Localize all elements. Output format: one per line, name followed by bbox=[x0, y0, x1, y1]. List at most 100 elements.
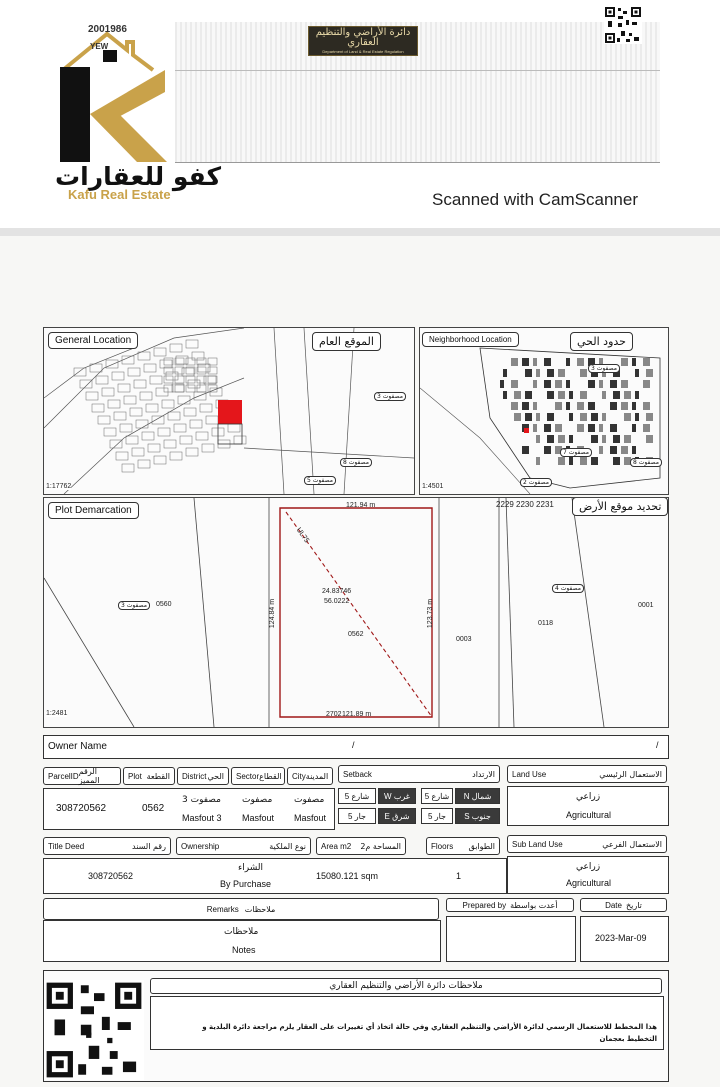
map-block bbox=[511, 402, 518, 410]
map-block bbox=[632, 402, 636, 410]
owner-name-separator: / bbox=[352, 740, 355, 750]
map-block bbox=[646, 435, 653, 443]
title-deed-header-ar: رقم السند bbox=[132, 841, 166, 851]
left-dimension: 124.84 m bbox=[269, 598, 277, 629]
owner-row: Owner Name / / bbox=[43, 735, 669, 759]
map-block bbox=[193, 391, 207, 401]
sub-land-use-header-en: Sub Land Use bbox=[512, 839, 563, 849]
sector-header-en: Sector bbox=[236, 771, 260, 781]
map-block bbox=[137, 351, 151, 361]
map-block bbox=[187, 379, 201, 389]
setback-header-en: Setback bbox=[343, 769, 372, 779]
map-block bbox=[199, 403, 213, 413]
map-block bbox=[123, 395, 137, 405]
map-block bbox=[621, 380, 628, 388]
map-block bbox=[109, 439, 123, 449]
setback-north-label: N شمال bbox=[455, 788, 500, 804]
map-block bbox=[137, 459, 151, 469]
plot-demarcation-label: Plot Demarcation bbox=[48, 502, 139, 519]
map-block bbox=[174, 375, 185, 384]
map-block bbox=[129, 407, 143, 417]
parcel-number: 0003 bbox=[456, 636, 472, 643]
map-block bbox=[610, 402, 617, 410]
map-block bbox=[613, 369, 620, 377]
remarks-box: ملاحظات Notes bbox=[43, 920, 441, 962]
map-block bbox=[511, 380, 518, 388]
road-label: مصفوت 8 bbox=[340, 458, 372, 467]
sub-land-use-value-en: Agricultural bbox=[566, 878, 612, 888]
kafu-registration-number: 2001986 bbox=[88, 24, 127, 35]
general-location-drawing bbox=[44, 328, 414, 494]
ownership-value-en: By Purchase bbox=[220, 879, 272, 889]
map-block bbox=[153, 455, 167, 465]
map-block bbox=[635, 413, 639, 421]
map-block bbox=[558, 435, 565, 443]
map-block bbox=[121, 355, 135, 365]
map-block bbox=[159, 359, 173, 369]
general-location-map: General Location الموقع العام مصفوت 3 مص… bbox=[43, 327, 415, 495]
map-block bbox=[602, 435, 606, 443]
map-block bbox=[588, 380, 595, 388]
map-block bbox=[522, 446, 529, 454]
title-deed-header-en: Title Deed bbox=[48, 841, 85, 851]
map-block bbox=[613, 457, 620, 465]
remarks-header-ar: ملاحظات bbox=[244, 904, 276, 914]
map-block bbox=[580, 457, 587, 465]
map-block bbox=[133, 379, 147, 389]
map-block bbox=[533, 358, 537, 366]
map-block bbox=[602, 391, 606, 399]
map-block bbox=[577, 402, 584, 410]
map-block bbox=[643, 380, 650, 388]
floors-header-ar: الطوابق bbox=[468, 841, 495, 851]
map-block bbox=[141, 431, 155, 441]
parcel-number: 0118 bbox=[538, 620, 554, 627]
map-block bbox=[135, 419, 149, 429]
map-block bbox=[185, 366, 196, 375]
owner-name-label: Owner Name bbox=[48, 741, 107, 752]
map-block bbox=[569, 435, 573, 443]
qr-code-icon bbox=[604, 6, 642, 44]
map-block bbox=[196, 357, 207, 366]
map-block bbox=[547, 413, 554, 421]
area-value: 15080.121 sqm bbox=[316, 871, 379, 881]
land-use-header-en: Land Use bbox=[512, 769, 547, 779]
plot-demarcation-label-ar: تحديد موقع الأرض bbox=[572, 498, 668, 516]
map-block bbox=[205, 415, 219, 425]
map-block bbox=[500, 380, 504, 388]
map-block bbox=[161, 399, 175, 409]
map-block bbox=[610, 424, 617, 432]
map-block bbox=[591, 457, 598, 465]
divider bbox=[175, 162, 660, 163]
map-block bbox=[577, 424, 584, 432]
remarks-value-en: Notes bbox=[232, 945, 256, 955]
date-header-en: Date bbox=[605, 900, 622, 910]
map-block bbox=[163, 357, 174, 366]
map-block bbox=[103, 427, 117, 437]
map-block bbox=[544, 358, 551, 366]
map-block bbox=[536, 457, 540, 465]
map-block bbox=[145, 403, 159, 413]
map-block bbox=[196, 384, 207, 393]
remarks-value-ar: ملاحظات bbox=[224, 927, 259, 937]
map-block bbox=[115, 451, 129, 461]
map-block bbox=[591, 435, 598, 443]
map-block bbox=[580, 391, 587, 399]
map-block bbox=[207, 357, 218, 366]
map-block bbox=[185, 447, 199, 457]
map-block bbox=[591, 413, 598, 421]
map-block bbox=[591, 369, 598, 377]
map-block bbox=[536, 413, 540, 421]
map-block bbox=[185, 357, 196, 366]
map-block bbox=[233, 435, 247, 445]
kafu-small-mark: YEW bbox=[90, 42, 109, 51]
road-label: مصفوت 3 bbox=[588, 364, 620, 373]
owner-name-separator: / bbox=[656, 740, 659, 750]
